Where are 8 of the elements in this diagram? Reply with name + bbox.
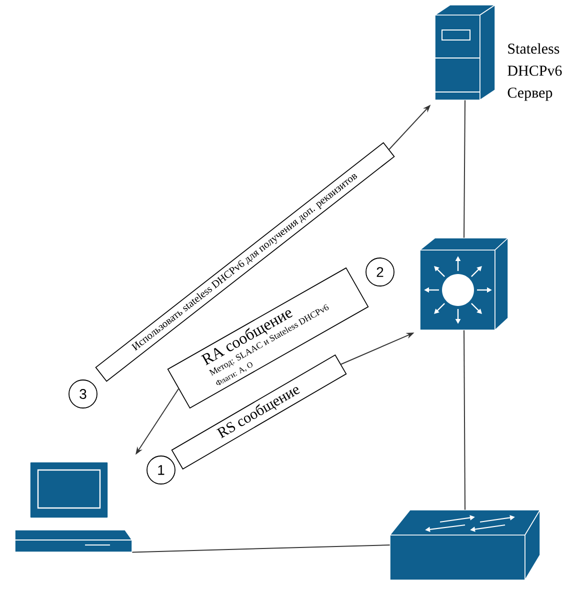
callout-number: 1 [146,456,176,484]
device-label: Stateless DHCPv6 Сервер [508,43,562,101]
callout-number: 2 [366,258,394,286]
callout-number: 3 [68,380,98,408]
connector-line [132,544,390,553]
connector-line [464,330,466,510]
computer-drawing [14,462,132,552]
connector-line [464,100,466,238]
